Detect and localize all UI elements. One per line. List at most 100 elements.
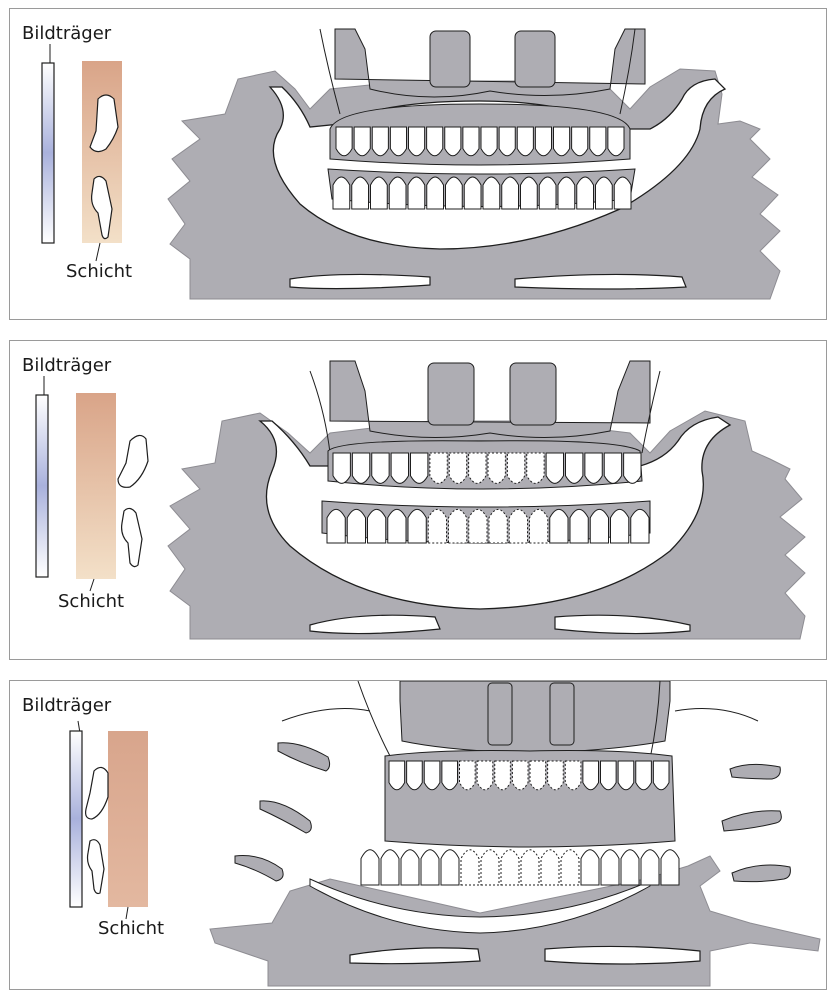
upper-tooth-profile [118, 435, 148, 487]
tooth [401, 850, 419, 885]
tooth [565, 761, 581, 790]
lower-tooth-profile [122, 508, 142, 566]
tooth [464, 177, 481, 209]
tooth [390, 127, 406, 156]
tooth [572, 127, 588, 156]
tooth [371, 177, 388, 209]
tooth [389, 177, 406, 209]
tooth [449, 453, 466, 483]
tooth [585, 453, 602, 483]
tooth [521, 177, 538, 209]
lower-teeth-row [361, 850, 679, 885]
hyoid-left [290, 274, 430, 288]
tooth [488, 453, 505, 483]
tooth [446, 177, 463, 209]
tooth [530, 509, 548, 543]
maxilla-block [330, 361, 650, 438]
tooth [554, 127, 570, 156]
tooth [430, 453, 447, 483]
tooth [354, 127, 370, 156]
tooth [372, 127, 388, 156]
tooth [428, 509, 446, 543]
tooth [381, 850, 399, 885]
upper-tooth-profile [86, 767, 108, 819]
tooth [461, 850, 479, 885]
tooth [517, 127, 533, 156]
tooth [521, 850, 539, 885]
tooth [477, 761, 493, 790]
image-receptor-strip [42, 63, 54, 243]
focal-layer-strip [76, 393, 116, 579]
tooth [546, 453, 563, 483]
hyoid-right [545, 946, 700, 964]
tooth [502, 177, 519, 209]
tooth [611, 509, 629, 543]
tooth [501, 850, 519, 885]
tooth [469, 453, 486, 483]
panoramic-diagram-2 [10, 341, 828, 661]
tooth [495, 761, 511, 790]
tooth [583, 761, 599, 790]
tooth [441, 850, 459, 885]
tooth [608, 127, 624, 156]
tooth [368, 509, 386, 543]
tooth [631, 509, 649, 543]
nasal-septum-left [488, 683, 512, 745]
tooth [548, 761, 564, 790]
maxilla-block [335, 29, 645, 97]
tooth [596, 177, 613, 209]
tooth [327, 509, 345, 543]
hyoid-right [515, 274, 686, 289]
tooth [352, 453, 369, 483]
panoramic-diagram-1 [10, 9, 828, 321]
tooth [389, 761, 405, 790]
panel-1: Bildträger Schicht [9, 8, 827, 320]
tooth [427, 127, 443, 156]
tooth [661, 850, 679, 885]
tooth [641, 850, 659, 885]
nasal-septum-right [510, 363, 556, 425]
tooth [469, 509, 487, 543]
tooth [499, 127, 515, 156]
maxilla-block [400, 681, 670, 753]
tooth [408, 509, 426, 543]
tooth [489, 509, 507, 543]
tooth [636, 761, 652, 790]
tooth [566, 453, 583, 483]
tooth [570, 509, 588, 543]
tooth [624, 453, 641, 483]
tooth [541, 850, 559, 885]
tooth [333, 177, 350, 209]
tooth [590, 127, 606, 156]
panel-3: Bildträger Schicht [9, 680, 827, 990]
tooth [424, 761, 440, 790]
tooth [581, 850, 599, 885]
tooth [604, 453, 621, 483]
tooth [561, 850, 579, 885]
tooth [463, 127, 479, 156]
tooth [577, 177, 594, 209]
lower-tooth-profile [88, 840, 105, 894]
image-receptor-strip [70, 731, 82, 907]
tooth [481, 127, 497, 156]
tooth [483, 177, 500, 209]
tooth [352, 177, 369, 209]
nasal-septum-left [430, 31, 470, 87]
tooth [550, 509, 568, 543]
tooth [512, 761, 528, 790]
tooth [509, 509, 527, 543]
tooth [590, 509, 608, 543]
tooth [539, 177, 556, 209]
nasal-septum-left [428, 363, 474, 425]
tooth [391, 453, 408, 483]
tooth [445, 127, 461, 156]
nasal-septum-right [515, 31, 555, 87]
tooth [333, 453, 350, 483]
tooth [421, 850, 439, 885]
tooth [449, 509, 467, 543]
tooth [527, 453, 544, 483]
focal-layer-strip [108, 731, 148, 907]
tooth [442, 761, 458, 790]
tooth [460, 761, 476, 790]
tooth [336, 127, 352, 156]
